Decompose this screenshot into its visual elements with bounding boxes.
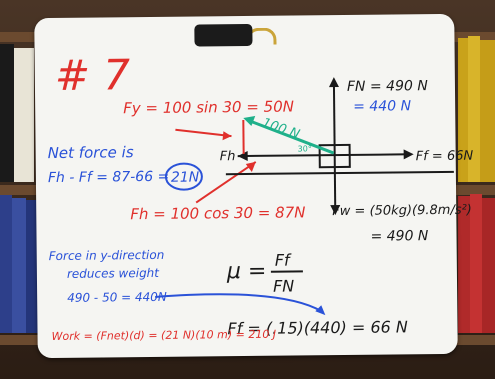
mu-denominator: FN: [273, 277, 294, 296]
fn-label: FN = 490 N: [347, 78, 428, 95]
arrowhead: [245, 161, 256, 172]
book-spine: [12, 198, 26, 333]
net-force-equation: Fh - Ff = 87-66 =: [48, 169, 170, 186]
fh-pointer-arrow: [195, 161, 257, 204]
book-spine: [458, 38, 468, 182]
fw-result: = 490 N: [370, 228, 429, 245]
net-force-title: Net force is: [48, 143, 134, 162]
whiteboard-drawing: # 7 Fy = 100 sin 30 = 50N Net force is F…: [48, 50, 474, 343]
horizontal-force-line: [237, 153, 410, 158]
arrowhead: [222, 131, 232, 141]
fw-arrowhead: [330, 205, 341, 216]
board-clip: [194, 23, 253, 47]
applied-force-label: 100 N: [260, 115, 302, 142]
applied-force-arrowhead: [243, 115, 256, 126]
book-spine: [458, 196, 470, 333]
y-direction-line2: reduces weight: [67, 266, 160, 281]
y-direction-line1: Force in y-direction: [49, 248, 165, 263]
mu-symbol: μ =: [226, 259, 267, 284]
vertical-force-line: [332, 81, 337, 212]
arrowhead: [315, 305, 326, 316]
net-force-result: 21N: [171, 169, 200, 185]
book-spine: [26, 200, 38, 333]
ff-label: Ff = 66N: [416, 149, 474, 165]
ground-line: [225, 170, 454, 176]
fy-pointer-arrow: [175, 128, 232, 138]
y-direction-calc: 490 - 50 = 440N: [67, 290, 167, 305]
angle-label: 30°: [298, 144, 312, 153]
book-spine: [482, 198, 495, 333]
ff-calculation: Ff = (.15)(440) = 66 N: [227, 317, 408, 338]
fn-corrected: = 440 N: [353, 98, 412, 115]
fy-equation: Fy = 100 sin 30 = 50N: [123, 97, 294, 117]
fn-arrowhead: [328, 77, 339, 88]
book-spine: [468, 36, 480, 182]
book-spine: [14, 48, 34, 182]
result-circle: [164, 162, 203, 191]
mu-numerator: Ff: [275, 251, 292, 270]
book-spine: [470, 194, 482, 333]
work-equation: Work = (Fnet)(d) = (21 N)(10 m) = 210 J: [51, 328, 276, 343]
correction-arrow: [155, 293, 322, 313]
problem-number: # 7: [55, 50, 131, 100]
fh-label: Fh: [220, 149, 236, 164]
book-spine: [0, 44, 14, 182]
applied-force-arrow: [246, 118, 335, 155]
ff-arrowhead: [403, 149, 414, 160]
fh-arrowhead: [237, 150, 248, 161]
fw-label: Fw = (50kg)(9.8m/s²): [332, 203, 472, 219]
book-spine: [0, 195, 12, 333]
fh-equation: Fh = 100 cos 30 = 87N: [130, 203, 305, 223]
book-spine: [480, 40, 495, 182]
whiteboard: # 7 Fy = 100 sin 30 = 50N Net force is F…: [34, 13, 474, 359]
